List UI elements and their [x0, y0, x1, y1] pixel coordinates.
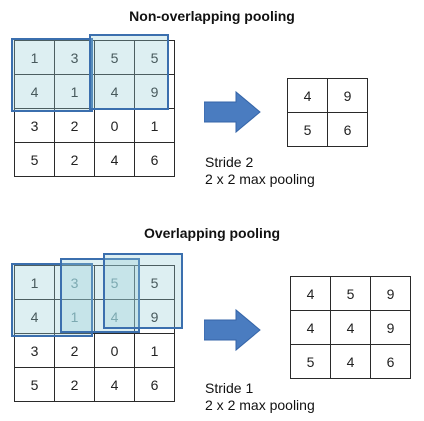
top-pool-window-left — [11, 38, 93, 112]
bottom-stride-label: Stride 1 — [205, 380, 254, 396]
bottom-output-cell: 6 — [370, 344, 411, 379]
bottom-input-cell: 0 — [94, 333, 135, 368]
bottom-pool-window-1 — [11, 263, 93, 337]
top-input-cell: 4 — [14, 74, 55, 109]
top-pool-window-right — [89, 34, 169, 110]
top-input-cell: 2 — [54, 108, 95, 143]
top-input-cell: 5 — [14, 142, 55, 177]
top-input-cell: 0 — [94, 108, 135, 143]
top-input-cell: 1 — [134, 108, 175, 143]
bottom-title: Overlapping pooling — [143, 225, 281, 241]
bottom-output-cell: 4 — [330, 344, 371, 379]
top-input-cell: 3 — [14, 108, 55, 143]
bottom-output-grid: 4 5 9 4 4 9 5 4 6 — [290, 276, 411, 379]
bottom-output-cell: 9 — [370, 310, 411, 345]
bottom-input-cell: 5 — [14, 367, 55, 402]
top-output-cell: 9 — [327, 78, 368, 113]
top-input-cell: 1 — [54, 74, 95, 109]
bottom-output-cell: 9 — [370, 276, 411, 311]
bottom-output-cell: 4 — [330, 310, 371, 345]
top-title: Non-overlapping pooling — [129, 8, 295, 24]
bottom-input-cell: 4 — [94, 367, 135, 402]
bottom-pool-window-2 — [60, 258, 140, 333]
top-arrow-icon — [204, 90, 261, 134]
bottom-caption: Stride 1 2 x 2 max pooling — [205, 380, 315, 414]
bottom-arrow-icon — [204, 308, 261, 352]
bottom-input-cell: 1 — [134, 333, 175, 368]
top-input-cell: 2 — [54, 142, 95, 177]
top-input-cell: 6 — [134, 142, 175, 177]
bottom-input-cell: 4 — [14, 299, 55, 334]
bottom-pooling-label: 2 x 2 max pooling — [205, 397, 315, 413]
bottom-input-cell: 1 — [14, 265, 55, 300]
top-output-cell: 4 — [287, 78, 328, 113]
bottom-input-cell: 5 — [134, 265, 175, 300]
top-output-grid: 4 9 5 6 — [287, 78, 368, 147]
top-pooling-label: 2 x 2 max pooling — [205, 171, 315, 187]
top-input-cell: 1 — [14, 40, 55, 75]
bottom-output-cell: 4 — [290, 276, 331, 311]
top-input-cell: 4 — [94, 142, 135, 177]
bottom-input-cell: 2 — [54, 367, 95, 402]
bottom-input-cell: 2 — [54, 333, 95, 368]
bottom-pool-window-3 — [103, 253, 183, 329]
bottom-output-cell: 5 — [290, 344, 331, 379]
bottom-input-cell: 6 — [134, 367, 175, 402]
top-input-grid: 1 3 5 5 4 1 4 9 3 2 0 1 5 2 4 6 — [14, 40, 175, 177]
bottom-input-cell: 5 — [94, 265, 135, 300]
top-stride-label: Stride 2 — [205, 154, 254, 170]
bottom-output-cell: 5 — [330, 276, 371, 311]
top-caption: Stride 2 2 x 2 max pooling — [205, 154, 315, 188]
top-output-cell: 6 — [327, 112, 368, 147]
bottom-output-cell: 4 — [290, 310, 331, 345]
bottom-input-cell: 3 — [14, 333, 55, 368]
bottom-input-grid: 1 3 5 5 4 1 4 9 3 2 0 1 5 2 4 6 — [14, 265, 175, 402]
top-output-cell: 5 — [287, 112, 328, 147]
